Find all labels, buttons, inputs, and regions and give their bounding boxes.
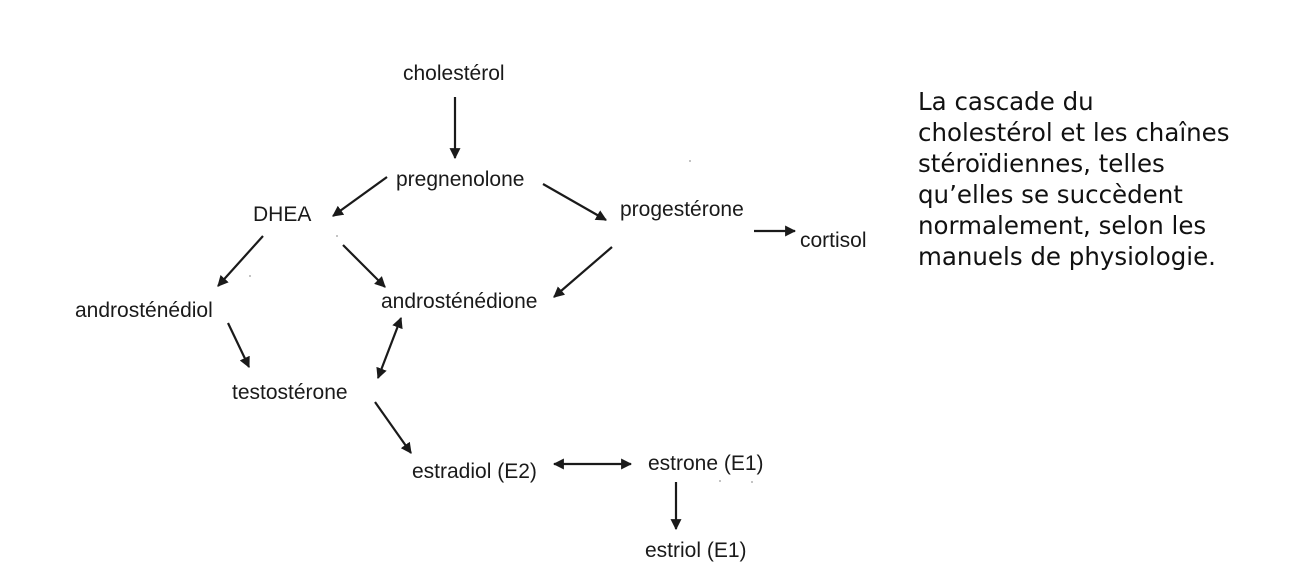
caption-line: La cascade du — [918, 87, 1094, 116]
caption-line: stéroïdiennes, telles — [918, 149, 1165, 178]
node-androstenedione: androsténédione — [381, 290, 537, 313]
caption-line: qu’elles se succèdent — [918, 180, 1183, 209]
arrow-testosterone-to-estradiol — [374, 401, 412, 454]
arrow-progesterone-to-androstenedione — [553, 246, 613, 298]
node-testosterone: testostérone — [232, 381, 348, 404]
arrow-androstenedione-testosterone-bidirectional — [376, 316, 403, 380]
node-cholesterol: cholestérol — [403, 62, 505, 85]
node-estrone: estrone (E1) — [648, 452, 764, 475]
caption-line: cholestérol et les chaînes — [918, 118, 1230, 147]
steroid-cascade-diagram: cholestérol pregnenolone DHEA progestéro… — [75, 62, 867, 562]
node-progesterone: progestérone — [620, 198, 744, 221]
arrow-dhea-to-androstenedione — [342, 244, 386, 288]
scan-specks — [249, 160, 753, 483]
arrow-dhea-to-androstenediol — [217, 235, 264, 287]
node-estradiol: estradiol (E2) — [412, 460, 537, 483]
node-cortisol: cortisol — [800, 229, 867, 252]
node-estriol: estriol (E1) — [645, 539, 747, 562]
node-androstenediol: androsténédiol — [75, 299, 213, 322]
node-dhea: DHEA — [253, 203, 311, 226]
caption-text: La cascade du cholestérol et les chaînes… — [918, 86, 1288, 272]
arrow-pregnenolone-to-dhea — [332, 176, 388, 217]
node-pregnenolone: pregnenolone — [396, 168, 524, 191]
arrow-androstenediol-to-testosterone — [227, 322, 250, 368]
arrow-pregnenolone-to-progesterone — [542, 183, 607, 221]
caption-line: normalement, selon les — [918, 211, 1207, 240]
caption-line: manuels de physiologie. — [918, 242, 1216, 271]
